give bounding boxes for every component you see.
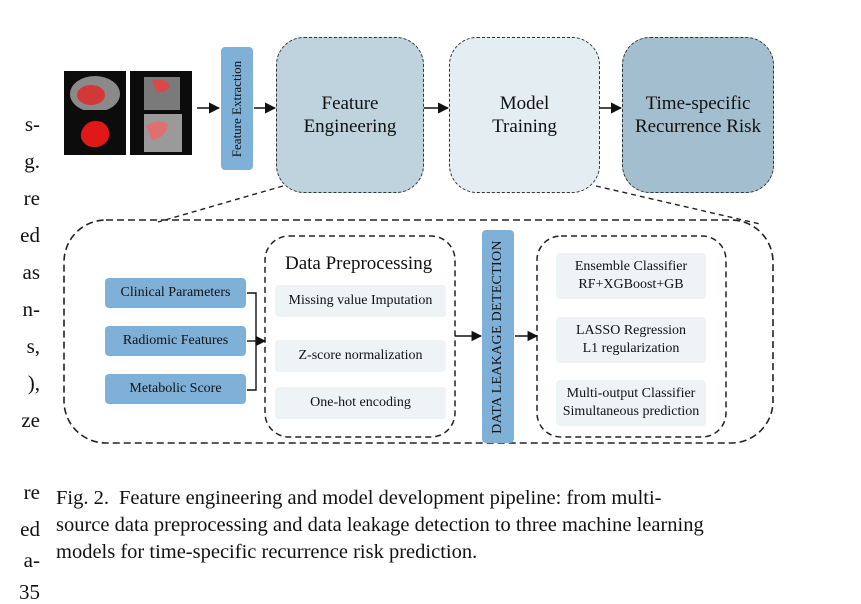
stage-recurrence-risk: Time-specific Recurrence Risk (622, 37, 774, 193)
stage-label-line: Time-specific (645, 93, 751, 114)
ct-image-thumbnail (64, 110, 126, 155)
detail-frame (63, 219, 774, 444)
model-lasso-regression: LASSO Regression L1 regularization (556, 317, 706, 363)
input-label: Clinical Parameters (120, 285, 231, 300)
ct-image-thumbnail (130, 110, 192, 155)
input-clinical-parameters: Clinical Parameters (105, 278, 246, 308)
input-metabolic-score: Metabolic Score (105, 374, 246, 404)
caption-text: Feature engineering and model developmen… (118, 487, 662, 509)
edge-text-line: g. (24, 149, 40, 173)
input-label: Metabolic Score (129, 381, 222, 396)
preprocessing-step: Missing value Imputation (275, 285, 446, 317)
model-ensemble-classifier: Ensemble Classifier RF+XGBoost+GB (556, 253, 706, 299)
stage-label-line: Model (499, 93, 550, 114)
edge-text-line: ed (20, 517, 40, 541)
model-detail: RF+XGBoost+GB (578, 277, 684, 292)
model-multi-output-classifier: Multi-output Classifier Simultaneous pre… (556, 380, 706, 426)
stage-label-line: Training (492, 116, 557, 137)
model-name: Multi-output Classifier (566, 386, 696, 401)
edge-text-line: ze (21, 408, 40, 432)
edge-text-line: re (23, 186, 40, 210)
edge-text-line: a- (23, 548, 40, 572)
zoom-connector-right (595, 185, 761, 225)
caption-line: models for time-specific recurrence risk… (56, 541, 478, 563)
edge-text-line: ), (27, 371, 40, 395)
model-name: Ensemble Classifier (574, 259, 688, 274)
data-leakage-label: DATA LEAKAGE DETECTION (490, 239, 505, 434)
preprocessing-title: Data Preprocessing (285, 253, 433, 274)
edge-text-line: s, (26, 334, 40, 358)
figure-caption: Fig. 2. Feature engineering and model dev… (56, 485, 816, 566)
preprocessing-step: One-hot encoding (275, 387, 446, 419)
input-label: Radiomic Features (122, 333, 229, 348)
preprocessing-step-label: One-hot encoding (310, 395, 411, 410)
edge-text-line: as (22, 260, 41, 284)
edge-text-line: re (23, 480, 40, 504)
model-detail: Simultaneous prediction (562, 404, 700, 419)
input-radiomic-features: Radiomic Features (105, 326, 246, 356)
stage-label-line: Recurrence Risk (634, 116, 762, 137)
data-leakage-detection-box: DATA LEAKAGE DETECTION (482, 230, 514, 443)
edge-text-line: s- (24, 112, 40, 136)
zoom-connector-left (157, 185, 284, 223)
model-detail: L1 regularization (582, 341, 680, 356)
edge-text-line: ed (20, 223, 40, 247)
stage-label-line: Feature (321, 93, 379, 114)
feature-extraction-label: Feature Extraction (229, 60, 245, 157)
figure-label: Fig. 2. (56, 487, 109, 509)
ct-image-thumbnail (64, 71, 126, 116)
edge-text-line: n- (22, 297, 41, 321)
ct-image-thumbnail (130, 71, 192, 116)
preprocessing-step: Z-score normalization (275, 340, 446, 372)
stage-model-training: Model Training (449, 37, 600, 193)
feature-extraction-box: Feature Extraction (221, 47, 253, 170)
caption-line: source data preprocessing and data leaka… (56, 514, 704, 536)
caption-line: Fig. 2. Feature engineering and model dev… (56, 485, 816, 512)
preprocessing-step-label: Missing value Imputation (288, 293, 433, 308)
preprocessing-step-label: Z-score normalization (298, 348, 423, 363)
stage-feature-engineering: Feature Engineering (276, 37, 424, 193)
stage-label-line: Engineering (303, 116, 397, 137)
model-name: LASSO Regression (575, 323, 687, 338)
